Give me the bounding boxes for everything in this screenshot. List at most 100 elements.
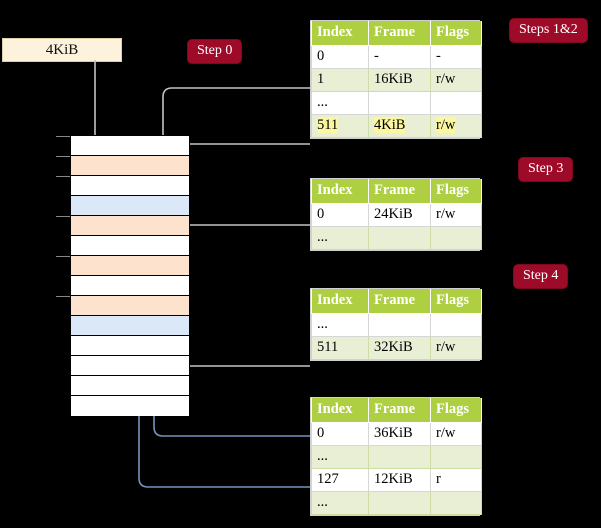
- step3-text: Step 3: [528, 161, 564, 176]
- cell-index: 1: [311, 68, 369, 92]
- column-header-flags: Flags: [430, 398, 482, 423]
- step-label-steps-1-2: Steps 1&2: [510, 19, 587, 42]
- virtual-address-label: 4KiB: [45, 42, 79, 58]
- cell-frame: -: [368, 45, 431, 69]
- column-header-flags: Flags: [430, 179, 482, 204]
- cell-frame: 16KiB: [368, 68, 431, 92]
- wire-511-to-memory: [175, 143, 310, 262]
- cell-index: 0: [311, 45, 369, 69]
- cell-index: 0: [311, 203, 369, 227]
- table-row[interactable]: 0 36KiB r/w: [311, 422, 482, 446]
- cell-flags: r: [430, 468, 482, 492]
- table-row[interactable]: 0 24KiB r/w: [311, 203, 482, 227]
- cell-index: ...: [311, 91, 369, 115]
- memory-row: [71, 196, 189, 216]
- column-header-flags: Flags: [430, 21, 482, 46]
- table-row[interactable]: 1 16KiB r/w: [311, 68, 482, 92]
- memory-tick: [56, 156, 70, 157]
- table-row[interactable]: ...: [311, 226, 482, 250]
- table-row[interactable]: 511 32KiB r/w: [311, 336, 482, 360]
- memory-row: [71, 316, 189, 336]
- step-label-step0: Step 0: [188, 40, 242, 63]
- cell-frame: [368, 226, 431, 250]
- page-table-bottom: Index Frame Flags 0 36KiB r/w ... 127: [310, 397, 482, 516]
- cell-flags: r/w: [430, 203, 482, 227]
- table-row[interactable]: ...: [311, 313, 482, 337]
- table-row[interactable]: ...: [311, 445, 482, 469]
- column-header-index: Index: [311, 398, 369, 423]
- cell-flags: [430, 313, 482, 337]
- table-header-row: Index Frame Flags: [311, 21, 482, 46]
- memory-row: [71, 396, 189, 416]
- table-header-row: Index Frame Flags: [311, 179, 482, 204]
- cell-index: ...: [311, 445, 369, 469]
- memory-row: [71, 156, 189, 176]
- cell-index: 127: [311, 468, 369, 492]
- memory-row: [71, 356, 189, 376]
- cell-index: 511: [311, 114, 369, 138]
- table-row-highlighted[interactable]: 511 4KiB r/w: [311, 114, 482, 138]
- column-header-frame: Frame: [368, 179, 431, 204]
- cell-flags: [430, 445, 482, 469]
- memory-row: [71, 336, 189, 356]
- cell-frame: [368, 445, 431, 469]
- steps12-text: Steps 1&2: [519, 22, 578, 37]
- memory-row: [71, 236, 189, 256]
- step4-text: Step 4: [523, 268, 559, 283]
- step0-text: Step 0: [197, 43, 233, 58]
- memory-tick: [56, 136, 70, 137]
- table-header-row: Index Frame Flags: [311, 289, 482, 314]
- memory-row: [71, 256, 189, 276]
- memory-row: [71, 276, 189, 296]
- table-row[interactable]: ...: [311, 491, 482, 515]
- cell-flags: [430, 226, 482, 250]
- cell-flags: [430, 91, 482, 115]
- physical-memory-column: [70, 135, 190, 416]
- table-row[interactable]: 127 12KiB r: [311, 468, 482, 492]
- column-header-frame: Frame: [368, 21, 431, 46]
- column-header-index: Index: [311, 289, 369, 314]
- virtual-address-box: 4KiB: [2, 38, 122, 62]
- cell-flags: -: [430, 45, 482, 69]
- memory-tick: [56, 216, 70, 217]
- step-label-step4: Step 4: [514, 265, 568, 288]
- cell-index: ...: [311, 491, 369, 515]
- cell-index: 0: [311, 422, 369, 446]
- cell-frame: 12KiB: [368, 468, 431, 492]
- memory-row: [71, 296, 189, 316]
- memory-tick: [56, 176, 70, 177]
- cell-index: ...: [311, 313, 369, 337]
- cell-flags: r/w: [430, 336, 482, 360]
- cell-frame: 32KiB: [368, 336, 431, 360]
- cell-frame: [368, 313, 431, 337]
- cell-frame: [368, 491, 431, 515]
- cell-index: ...: [311, 226, 369, 250]
- memory-tick: [56, 296, 70, 297]
- table-header-row: Index Frame Flags: [311, 398, 482, 423]
- cell-frame: 36KiB: [368, 422, 431, 446]
- cell-frame: [368, 91, 431, 115]
- cell-flags: r/w: [430, 114, 482, 138]
- wire-step3: [178, 224, 310, 316]
- memory-row: [71, 136, 189, 156]
- page-table-step-4: Index Frame Flags ... 511 32KiB r/w: [310, 288, 482, 361]
- cell-index: 511: [311, 336, 369, 360]
- page-table-step-3: Index Frame Flags 0 24KiB r/w ...: [310, 178, 482, 251]
- table-row[interactable]: ...: [311, 91, 482, 115]
- cell-flags: r/w: [430, 422, 482, 446]
- column-header-frame: Frame: [368, 398, 431, 423]
- column-header-frame: Frame: [368, 289, 431, 314]
- cell-flags: r/w: [430, 68, 482, 92]
- column-header-index: Index: [311, 21, 369, 46]
- memory-row: [71, 376, 189, 396]
- wire-step4: [170, 309, 310, 367]
- page-table-steps-1-2: Index Frame Flags 0 - - 1 16KiB r/w ...: [310, 20, 482, 139]
- cell-frame: 24KiB: [368, 203, 431, 227]
- column-header-flags: Flags: [430, 289, 482, 314]
- step-label-step3: Step 3: [519, 158, 573, 181]
- memory-row: [71, 176, 189, 196]
- cell-frame: 4KiB: [368, 114, 431, 138]
- memory-row: [71, 216, 189, 236]
- table-row[interactable]: 0 - -: [311, 45, 482, 69]
